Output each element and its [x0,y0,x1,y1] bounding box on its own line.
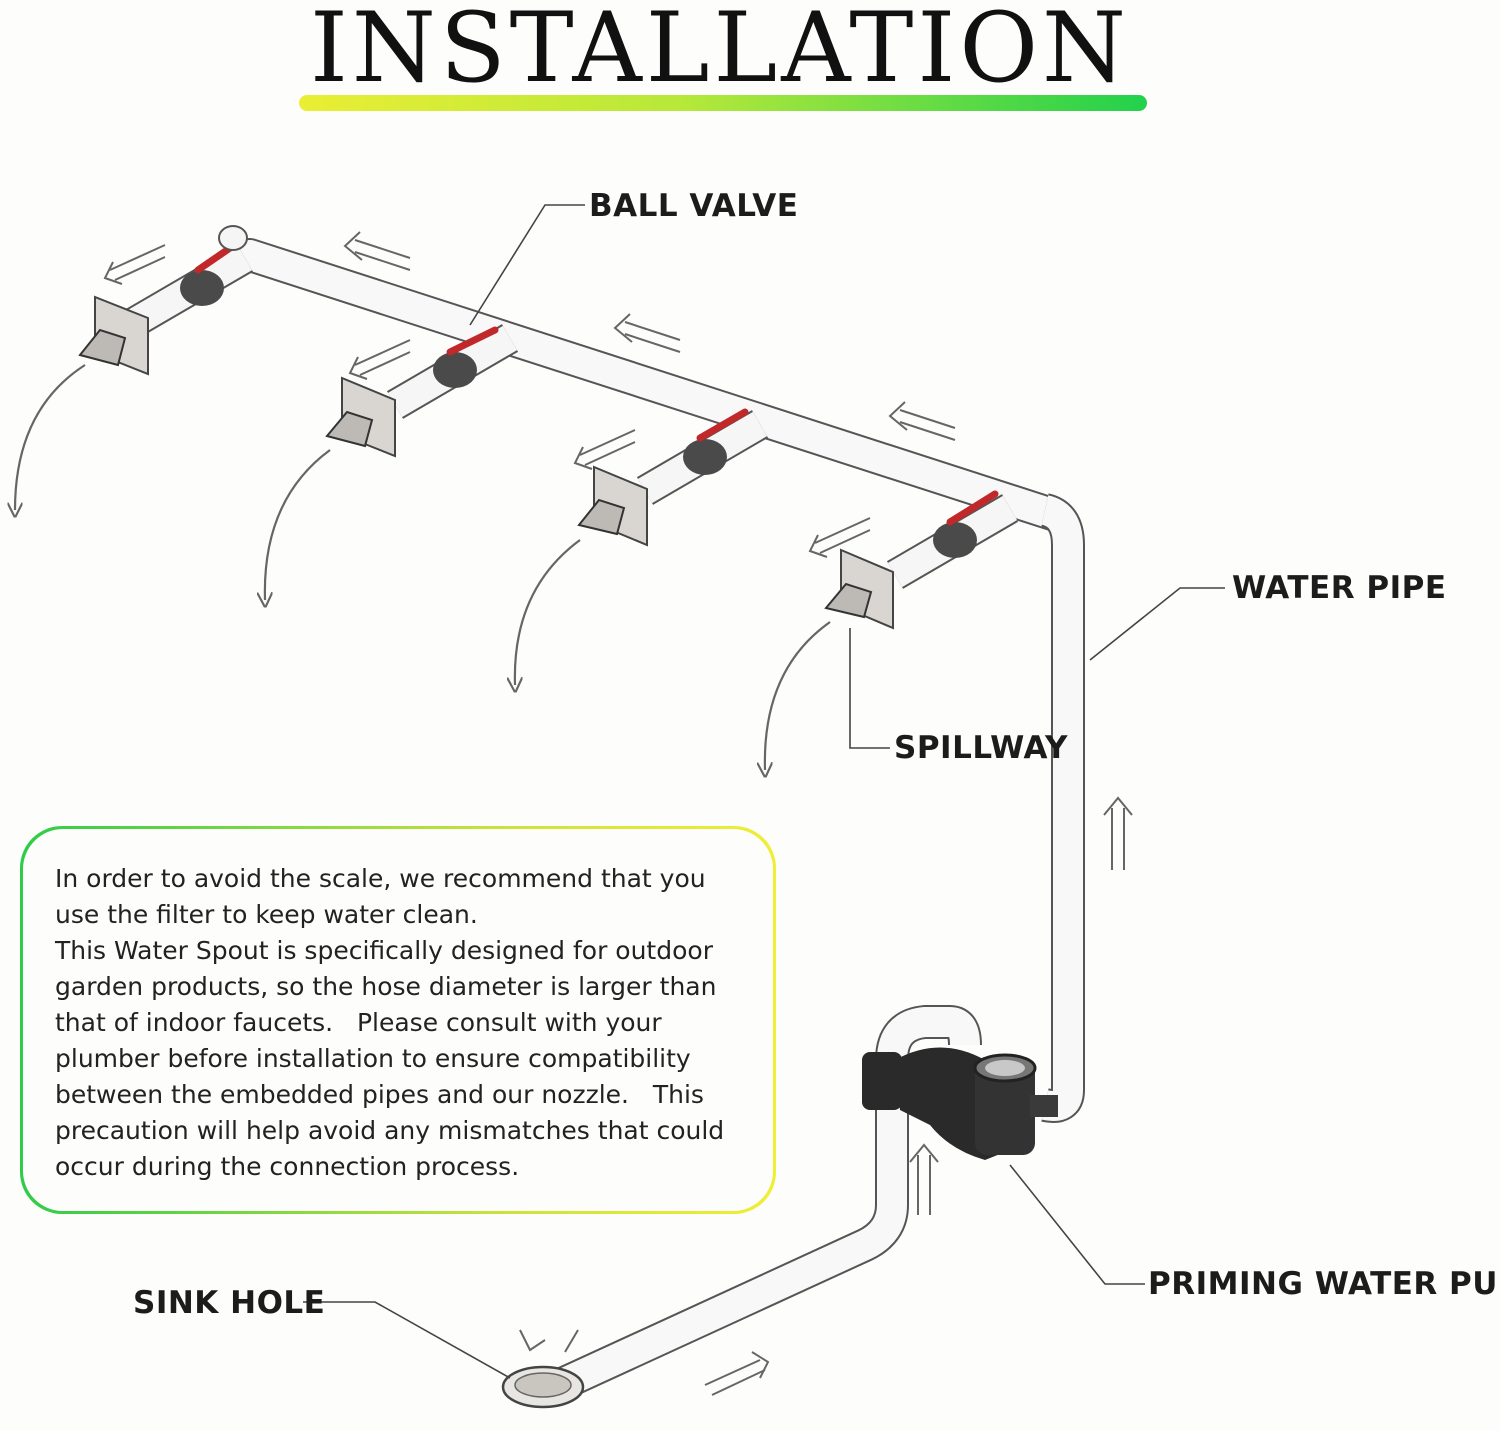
ball-valve-icon [180,270,224,306]
spillway-leader [849,628,890,749]
spillway-label: SPILLWAY [894,730,1068,766]
valve-handle-icon [194,244,234,274]
installation-note: In order to avoid the scale, we recommen… [20,826,776,1214]
note-line: occur during the connection process. [55,1152,520,1181]
pump-leader [1009,1164,1145,1285]
branch-2 [325,324,519,458]
note-line: between the embedded pipes and our nozzl… [55,1080,704,1109]
arrow-left-icon [573,429,636,470]
branch-4 [824,490,1019,630]
arrow-left-icon [808,517,871,558]
flow-arrow-icon [15,364,86,510]
priming-water-pump-label: PRIMING WATER PUMP [1148,1266,1500,1302]
ball-valve-leader [469,204,585,326]
page-title: INSTALLATION [309,0,1131,104]
pump-icon [862,1047,1058,1160]
note-line: plumber before installation to ensure co… [55,1044,691,1073]
arrow-down-icon [519,1329,579,1353]
water-pipe-label: WATER PIPE [1232,570,1447,606]
branch-3 [577,408,769,547]
arrow-right-icon [704,1351,770,1396]
ball-valve-icon [433,352,477,388]
note-line: precaution will help avoid any mismatche… [55,1116,725,1145]
water-pipe-riser [1040,493,1085,1123]
arrow-left-icon [348,339,411,380]
arrow-left-icon [103,244,166,285]
note-line: that of indoor faucets. Please consult w… [55,1008,662,1037]
arrow-up-icon [909,1143,939,1215]
flow-arrow-icon [765,621,831,770]
ball-valve-icon [933,522,977,558]
flow-arrow-icon [265,449,331,600]
branch-1 [78,225,254,376]
note-line: garden products, so the hose diameter is… [55,972,717,1001]
arrow-left-icon [888,401,956,441]
valve-handle-icon [696,408,749,442]
direction-arrows [103,231,1133,1396]
callout-leaders [303,204,1225,1379]
note-line: use the filter to keep water clean. [55,900,478,929]
valve-handle-icon [446,326,499,356]
suction-pipe [552,1005,982,1401]
sink-hole [501,1365,585,1409]
main-pipe [233,238,1072,532]
arrow-up-icon [1103,796,1133,870]
arrow-left-icon [343,231,411,271]
sink-hole-leader [303,1301,511,1379]
valve-handle-icon [946,490,999,526]
water-flow-arcs [15,364,831,770]
note-line: This Water Spout is specifically designe… [55,936,713,965]
ball-valve-icon [683,439,727,475]
arrow-left-icon [613,313,681,353]
sink-hole-label: SINK HOLE [133,1285,326,1321]
ball-valve-label: BALL VALVE [589,188,799,224]
water-pipe-leader [1089,587,1225,661]
flow-arrow-icon [515,539,581,685]
note-line: In order to avoid the scale, we recommen… [55,864,706,893]
title-underline [299,95,1147,111]
